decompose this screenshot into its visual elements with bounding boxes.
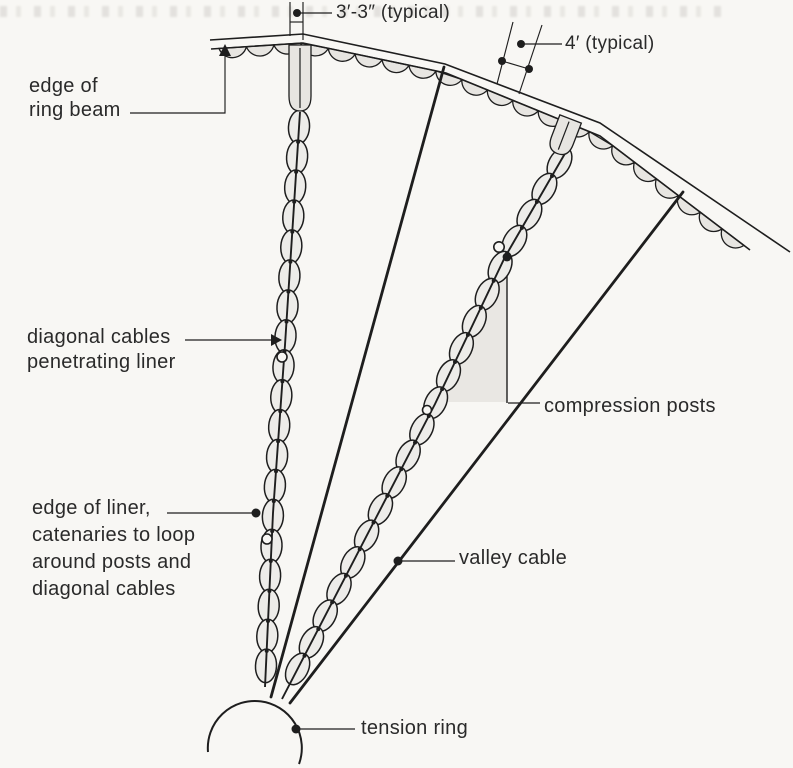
chain-knot	[550, 174, 554, 178]
chain-knot	[478, 305, 483, 310]
chain-knot	[357, 547, 362, 552]
leader-diagonal-cables	[185, 334, 282, 346]
label-valley-cable: valley cable	[459, 547, 568, 569]
chain-knot	[316, 627, 321, 632]
chain-knot	[271, 499, 276, 504]
chain-knot	[280, 379, 285, 384]
chain-knot	[343, 573, 348, 578]
label-tension-ring: tension ring	[361, 717, 468, 739]
chain-knot	[268, 559, 273, 563]
chain-knot	[385, 493, 390, 498]
chain-knot	[286, 289, 291, 294]
ring-beam-top-edge	[209, 33, 791, 253]
chain-knot	[519, 225, 524, 230]
chain-knot	[288, 259, 293, 264]
leader-tension-ring	[291, 724, 355, 734]
valley-cable-left	[269, 65, 446, 699]
chain-knot	[296, 139, 301, 144]
chain-knot	[278, 409, 283, 414]
chain-knot	[276, 439, 281, 444]
label-edge-of-liner: edge of liner, catenaries to loop around…	[32, 497, 196, 600]
chain-eye-loop	[276, 351, 288, 363]
dim-label-4: 4′ (typical)	[565, 33, 655, 54]
chain-knot	[534, 199, 539, 204]
chain-knot	[290, 229, 295, 234]
chain-eye-loop	[261, 533, 273, 545]
chain-knot	[266, 619, 270, 623]
chain-knot	[294, 169, 299, 174]
chain-knot	[440, 387, 445, 392]
paper-smudge	[0, 6, 730, 17]
valley-cable-right	[288, 190, 685, 705]
compression-post-node	[502, 252, 512, 262]
dimension-3-3	[289, 2, 332, 40]
chain-eye-loop	[421, 404, 433, 416]
tension-ring-arc	[206, 699, 303, 765]
dim-label-3-3: 3′-3″ (typical)	[336, 2, 451, 23]
chain-knot	[453, 360, 457, 364]
ring-beam-bottom-edge	[210, 42, 751, 251]
chain-knot	[371, 520, 376, 525]
chain-knot	[264, 648, 269, 653]
label-diagonal-cables: diagonal cables penetrating liner	[27, 326, 176, 373]
diagonal-cable	[264, 111, 301, 688]
leader-edge-of-liner	[167, 508, 261, 518]
chain-knot	[284, 319, 289, 324]
dimension-4	[496, 21, 562, 95]
catenary-chain-middle	[281, 146, 573, 700]
chain-knot	[270, 529, 275, 534]
chain-knot	[465, 332, 470, 337]
chain-knot	[274, 469, 278, 474]
chain-knot	[413, 440, 417, 445]
chain-eye-loop	[492, 241, 505, 254]
beam-post-middle	[549, 114, 583, 156]
chain-knot	[399, 467, 404, 472]
chain-knot	[302, 653, 307, 658]
leader-valley-cable	[393, 556, 455, 566]
chain-knot	[491, 278, 496, 283]
label-edge-of-ring-beam: edge of ring beam	[29, 75, 121, 121]
catenary-chain-left	[254, 109, 311, 688]
label-compression-posts: compression posts	[544, 395, 716, 417]
leader-edge-of-ring-beam	[130, 44, 231, 114]
chain-knot	[292, 199, 297, 204]
chain-knot	[330, 600, 335, 605]
chain-knot	[267, 589, 272, 593]
